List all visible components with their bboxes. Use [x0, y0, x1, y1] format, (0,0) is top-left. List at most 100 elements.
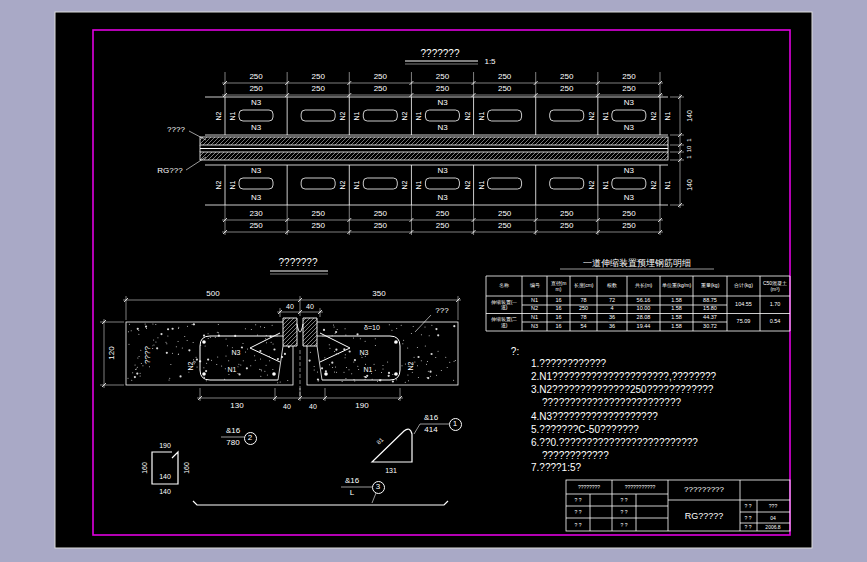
concrete-dot — [228, 374, 229, 375]
dimension-tick — [298, 310, 302, 314]
rebar-label: N2 — [407, 361, 414, 372]
concrete-dot — [365, 356, 366, 357]
dimension-text: 250 — [248, 222, 263, 230]
table-cell: 78 — [579, 315, 587, 321]
concrete-dot — [360, 338, 361, 339]
concrete-dot — [425, 327, 426, 328]
table-cell: 88.75 — [702, 298, 718, 304]
concrete-dot — [388, 375, 390, 377]
concrete-dot — [129, 344, 130, 345]
extension-line — [126, 296, 127, 320]
table-header: 单位重(kg/m) — [662, 283, 692, 289]
concrete-dot — [152, 324, 153, 325]
table-line — [522, 276, 523, 331]
title-block-line — [590, 494, 591, 531]
concrete-dot — [314, 366, 315, 367]
note-text: 4.N3??????????????????? — [530, 412, 659, 422]
concrete-dot — [217, 357, 218, 358]
table-cell: 28.08 — [636, 315, 652, 321]
concrete-dot — [429, 371, 431, 373]
table-header: C50混凝土(m³) — [762, 281, 789, 292]
concrete-dot — [172, 353, 173, 354]
table-cell: 1.58 — [670, 324, 683, 330]
table-line — [597, 276, 598, 331]
concrete-dot — [334, 351, 335, 352]
concrete-dot — [426, 364, 427, 365]
rebar-label: N3 — [623, 194, 635, 202]
table-cell: 104.55 — [734, 302, 753, 308]
concrete-dot — [329, 348, 330, 349]
extension-line — [400, 388, 401, 401]
concrete-dot — [259, 369, 260, 370]
rebar-line — [205, 97, 668, 98]
table-cell: 10.00 — [636, 306, 652, 312]
rebar-n3 — [320, 333, 350, 362]
concrete-dot — [335, 349, 337, 351]
note-title: ?: — [510, 347, 520, 357]
concrete-dot — [240, 365, 241, 366]
title-block-text: ? ? — [744, 515, 753, 520]
extension-line — [300, 388, 301, 401]
dimension-text: 140 — [158, 473, 172, 480]
rebar-label: N1 — [601, 180, 608, 191]
title-block-line — [636, 494, 637, 531]
rebar-label: N2 — [187, 361, 194, 372]
rebar-n1 — [322, 336, 400, 380]
concrete-dot — [317, 378, 319, 380]
dimension-text: 250 — [435, 210, 450, 218]
note-text: ????????????????????????? — [541, 398, 682, 408]
dimension-text: 250 — [248, 73, 263, 81]
concrete-dot — [140, 350, 141, 351]
rebar-line — [287, 165, 288, 205]
concrete-dot — [411, 333, 412, 334]
rebar-label: N3 — [250, 167, 262, 175]
dimension-text: 250 — [621, 222, 636, 230]
concrete-dot — [403, 340, 404, 341]
dimension-tick — [678, 158, 682, 162]
steel-profile — [200, 137, 668, 145]
table-cell: 伸缩装置(一道) — [488, 299, 521, 310]
table-header: 编号 — [524, 283, 546, 289]
extension-line — [660, 72, 661, 97]
callout-number: 3 — [376, 483, 380, 491]
rebar-label: N3 — [436, 124, 448, 132]
rebar-label: N3 — [436, 99, 448, 107]
title-block-text: ? ? — [620, 522, 629, 527]
concrete-dot — [366, 377, 367, 378]
dimension-text: 40 — [282, 403, 292, 410]
concrete-dot — [155, 342, 156, 343]
table-cell: 1.70 — [769, 302, 782, 308]
concrete-dot — [215, 337, 216, 338]
concrete-dot — [156, 347, 158, 349]
concrete-dot — [431, 325, 432, 326]
concrete-dot — [351, 373, 352, 374]
callout-circle: 3 — [372, 481, 385, 494]
rebar-label: N1 — [477, 111, 484, 122]
callout-circle: 2 — [244, 432, 257, 445]
dimension-text: 40 — [305, 303, 315, 310]
concrete-dot — [284, 353, 286, 355]
rebar-label: N1 — [353, 180, 360, 191]
rebar-label: N1 — [353, 111, 360, 122]
rebar-label: N3 — [231, 349, 242, 356]
concrete-dot — [193, 323, 195, 325]
concrete-dot — [396, 328, 397, 329]
concrete-dot — [265, 338, 266, 339]
concrete-dot — [207, 358, 209, 360]
concrete-dot — [134, 376, 136, 378]
concrete-dot — [317, 371, 318, 372]
table-cell: 0.54 — [769, 320, 782, 326]
concrete-dot — [132, 372, 133, 373]
concrete-dot — [146, 328, 147, 329]
table-header: 共长(m) — [629, 283, 659, 289]
concrete-dot — [178, 328, 179, 329]
concrete-dot — [438, 351, 439, 352]
concrete-dot — [324, 357, 325, 358]
rebar-line — [205, 205, 668, 206]
concrete-slab — [126, 322, 293, 385]
concrete-dot — [149, 366, 150, 367]
extension-line — [670, 160, 684, 161]
concrete-dot — [178, 354, 179, 355]
dimension-text: 10 — [686, 144, 692, 153]
